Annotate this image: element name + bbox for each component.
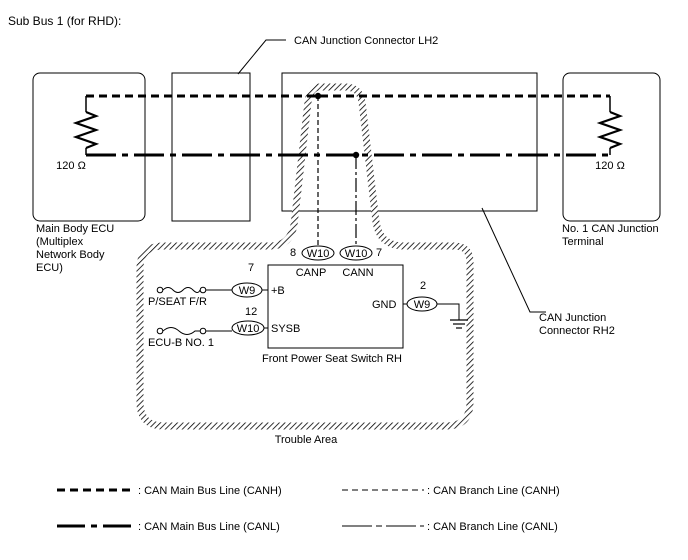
legend-branch-canl-label: : CAN Branch Line (CANL) <box>427 521 558 533</box>
legend-main-canl-label: : CAN Main Bus Line (CANL) <box>138 521 280 533</box>
fuse-pseat-label: P/SEAT F/R <box>148 296 207 308</box>
can-junction-lh2-box <box>171 72 251 222</box>
fuse-icon <box>156 327 207 335</box>
canh-junction-dot <box>314 92 322 100</box>
can-junction-rh2-label-line1: CAN Junction <box>539 312 606 324</box>
fuse-ecub-label: ECU-B NO. 1 <box>148 337 214 349</box>
can-junction-lh2-label: CAN Junction Connector LH2 <box>294 35 438 47</box>
canl-junction-dot <box>352 151 360 159</box>
front-power-seat-switch-label: Front Power Seat Switch RH <box>262 353 402 365</box>
rh2-leader <box>481 207 546 313</box>
no1-terminal-label-line1: No. 1 CAN Junction <box>562 223 659 235</box>
sysb-pin-label: 12 <box>245 306 257 318</box>
canp-pin-label: 8 <box>290 247 296 259</box>
main-body-ecu-label-line4: ECU) <box>36 262 63 274</box>
plus-b-connector-code: W9 <box>239 285 256 297</box>
cann-connector-code: W10 <box>345 248 368 260</box>
cann-connector <box>339 245 373 261</box>
canp-signal-label: CANP <box>296 267 327 279</box>
can-junction-rh2-label-line2: Connector RH2 <box>539 325 615 337</box>
cann-signal-label: CANN <box>342 267 373 279</box>
trouble-area-label: Trouble Area <box>275 434 338 446</box>
cann-pin-label: 7 <box>376 247 382 259</box>
diagram-title: Sub Bus 1 (for RHD): <box>8 14 121 28</box>
legend-main-canh-label: : CAN Main Bus Line (CANH) <box>138 485 282 497</box>
canp-connector-code: W10 <box>307 248 330 260</box>
can-junction-rh2-box <box>281 72 538 212</box>
resistor-left-label: 120 Ω <box>56 160 86 172</box>
gnd-pin-label: 2 <box>420 280 426 292</box>
trouble-area-outline <box>136 83 474 430</box>
plus-b-signal-label: +B <box>271 285 285 297</box>
sysb-connector-code: W10 <box>237 323 260 335</box>
legend: : CAN Main Bus Line (CANH) : CAN Branch … <box>57 485 560 533</box>
gnd-connector-code: W9 <box>414 299 431 311</box>
resistor-right-icon <box>596 96 624 155</box>
gnd-wire <box>437 303 460 320</box>
lh2-leader <box>237 39 286 75</box>
main-body-ecu-label-line1: Main Body ECU <box>36 223 114 235</box>
no1-terminal-label-line2: Terminal <box>562 236 604 248</box>
main-body-ecu-box <box>32 72 146 222</box>
resistor-left-icon <box>72 96 100 155</box>
canp-connector <box>301 245 335 261</box>
main-body-ecu-label-line3: Network Body <box>36 249 105 261</box>
plus-b-pin-label: 7 <box>248 262 254 274</box>
main-body-ecu-label-line2: (Multiplex <box>36 236 84 248</box>
front-power-seat-switch-box <box>267 264 404 349</box>
fuse-icon <box>156 286 207 294</box>
resistor-right-label: 120 Ω <box>595 160 625 172</box>
gnd-signal-label: GND <box>372 299 397 311</box>
no1-can-junction-terminal-box <box>562 72 661 222</box>
ground-icon <box>450 319 468 329</box>
sysb-signal-label: SYSB <box>271 323 300 335</box>
legend-branch-canh-label: : CAN Branch Line (CANH) <box>427 485 560 497</box>
